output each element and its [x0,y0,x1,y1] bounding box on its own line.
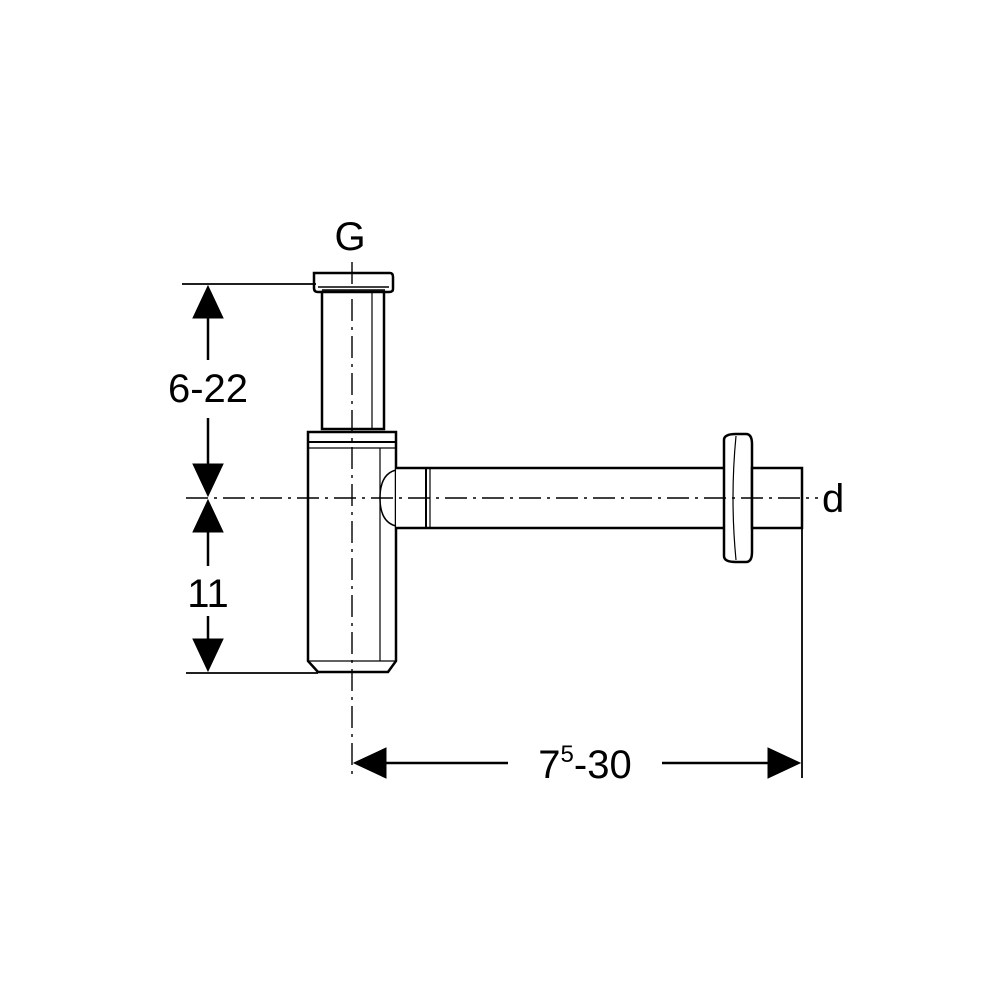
inlet-pipe [320,290,386,431]
dimension-lower [192,498,224,673]
label-dim-lower: 11 [187,572,229,616]
label-dim-upper: 6-22 [168,367,248,411]
extension-lines [182,283,803,778]
arrow-up-head [192,284,224,319]
top-cap [312,271,395,294]
dim-horizontal-base: 7 [538,743,560,787]
center-lines [186,262,818,778]
wall-flange [722,432,754,564]
label-d: d [822,477,844,521]
label-dim-horizontal: 75-30 [538,741,631,787]
arrow-down-head [192,463,224,498]
arrow-up-head [192,498,224,533]
dim-horizontal-sup: 5 [561,741,574,768]
arrow-left-head [352,747,387,779]
label-g: G [334,215,365,259]
dim-horizontal-rest: -30 [574,743,632,787]
dimension-horizontal [352,747,802,779]
arrow-right-head [767,747,802,779]
dimension-upper [192,284,224,498]
arrow-down-head [192,638,224,673]
